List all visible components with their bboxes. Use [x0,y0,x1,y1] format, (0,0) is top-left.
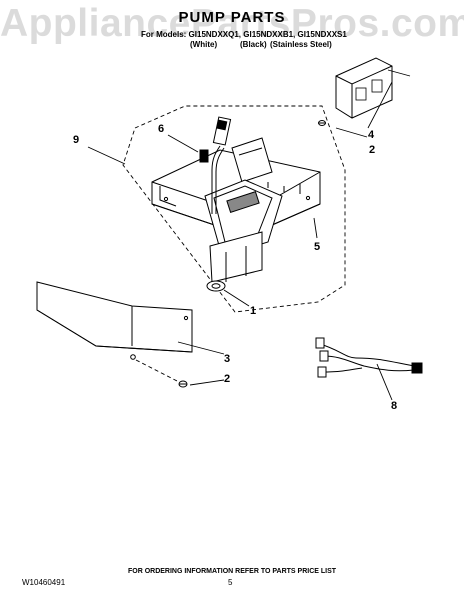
assembly-boundary [122,105,346,313]
watermark: AppliancePartsPros.com [0,2,464,45]
callout-8: 8 [391,400,397,412]
callout-2-lower: 2 [224,373,230,385]
callout-6: 6 [158,123,164,135]
page-title: PUMP PARTS [178,9,286,26]
model-numbers: For Models: GI15NDXXQ1, GI15NDXXB1, GI15… [141,30,347,39]
callout-9: 9 [73,134,79,146]
callout-leaders [87,81,393,401]
screw-lower [178,380,188,388]
color-white: (White) [190,40,218,49]
document-number: W10460491 [22,578,66,587]
pump-bracket [231,137,273,183]
callout-5: 5 [314,241,320,253]
callout-2-upper: 2 [369,144,375,156]
callout-3: 3 [224,353,230,365]
pump-cover-panel [36,281,193,360]
color-black: (Black) [240,40,267,49]
page-number: 5 [228,578,233,587]
callout-4: 4 [368,129,375,141]
pump-reservoir [204,179,283,292]
screw-upper [318,120,326,126]
callout-1: 1 [250,305,256,317]
mounting-plate [335,57,411,119]
ordering-note: FOR ORDERING INFORMATION REFER TO PARTS … [127,568,337,575]
pump-wire-harness [199,116,232,214]
color-stainless: (Stainless Steel) [270,40,332,49]
main-wire-harness [315,337,423,378]
